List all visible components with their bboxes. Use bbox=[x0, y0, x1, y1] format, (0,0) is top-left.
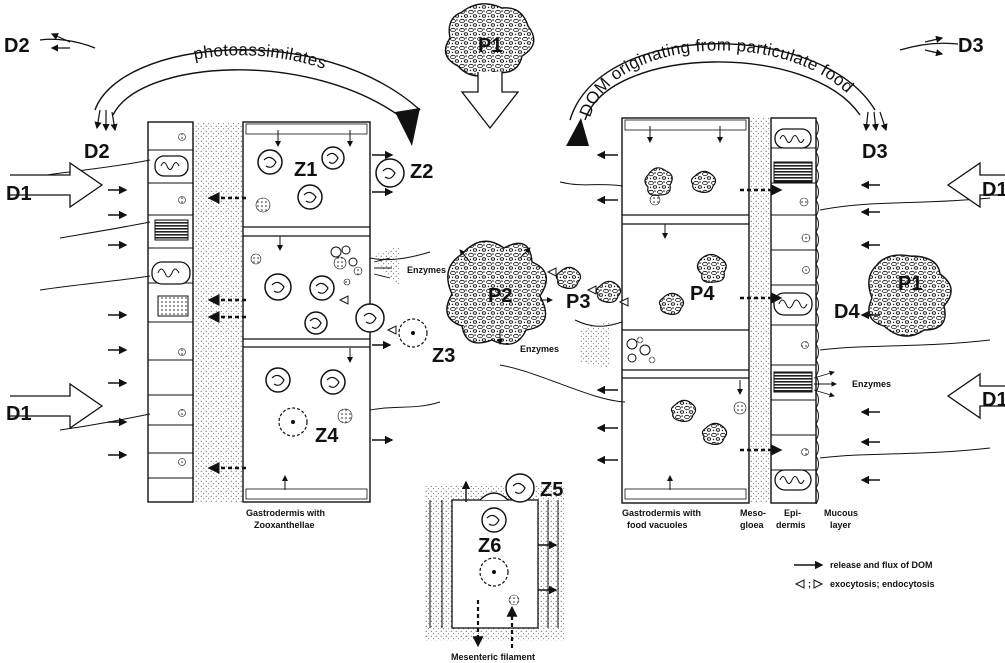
intake-arrow bbox=[462, 72, 518, 128]
marker-z5: Z5 bbox=[540, 479, 563, 501]
meso-label-1: Meso- bbox=[740, 508, 766, 518]
enzymes-right-label: Enzymes bbox=[852, 379, 891, 389]
enzymes-center-label: Enzymes bbox=[520, 344, 559, 354]
marker-p3: P3 bbox=[566, 291, 590, 313]
legend: release and flux of DOM ; exocytosis; en… bbox=[794, 560, 935, 589]
left-mesogloea bbox=[193, 122, 243, 502]
mesenteric-label: Mesenteric filament bbox=[451, 652, 535, 662]
marker-z4: Z4 bbox=[315, 425, 339, 447]
gastro-food-label-1: Gastrodermis with bbox=[622, 508, 701, 518]
legend-release-label: release and flux of DOM bbox=[830, 560, 933, 570]
marker-d1-right-bottom: D1 bbox=[982, 389, 1005, 411]
gastro-zoox-label-1: Gastrodermis with bbox=[246, 508, 325, 518]
marker-p1-right: P1 bbox=[898, 273, 922, 295]
svg-text:;: ; bbox=[808, 579, 811, 589]
marker-z1: Z1 bbox=[294, 159, 317, 181]
particle-p3-a bbox=[556, 267, 580, 288]
marker-d1-right-top: D1 bbox=[982, 179, 1005, 201]
meso-label-2: gloea bbox=[740, 520, 765, 530]
marker-d1-left-top: D1 bbox=[6, 183, 32, 205]
right-gastrodermis bbox=[622, 118, 749, 503]
marker-d2-top: D2 bbox=[4, 35, 30, 57]
epi-label-2: dermis bbox=[776, 520, 806, 530]
legend-exo-label: exocytosis; endocytosis bbox=[830, 579, 935, 589]
left-enzyme-fan bbox=[372, 246, 400, 288]
particle-p1-right bbox=[869, 255, 951, 336]
marker-p2: P2 bbox=[488, 285, 512, 307]
epi-label-1: Epi- bbox=[784, 508, 801, 518]
gastro-zoox-label-2: Zooxanthellae bbox=[254, 520, 315, 530]
marker-z3: Z3 bbox=[432, 345, 455, 367]
marker-p4: P4 bbox=[690, 283, 715, 305]
marker-d4: D4 bbox=[834, 301, 860, 323]
gastro-food-label-2: food vacuoles bbox=[627, 520, 688, 530]
marker-z2: Z2 bbox=[410, 161, 433, 183]
particle-p3-b bbox=[596, 281, 620, 302]
mucous-label-1: Mucous bbox=[824, 508, 858, 518]
marker-z6: Z6 bbox=[478, 535, 501, 557]
dom-particulate-label: DOM originating from particulate food bbox=[576, 35, 858, 119]
marker-d1-left-bottom: D1 bbox=[6, 403, 32, 425]
mucous-label-2: layer bbox=[830, 520, 852, 530]
marker-d3: D3 bbox=[862, 141, 888, 163]
right-enzyme-fan bbox=[580, 320, 610, 368]
marker-d2: D2 bbox=[84, 141, 110, 163]
enzymes-left-label: Enzymes bbox=[407, 265, 446, 275]
cell-z2 bbox=[376, 159, 404, 187]
marker-d3-top: D3 bbox=[958, 35, 984, 57]
marker-p1-top: P1 bbox=[478, 35, 502, 57]
